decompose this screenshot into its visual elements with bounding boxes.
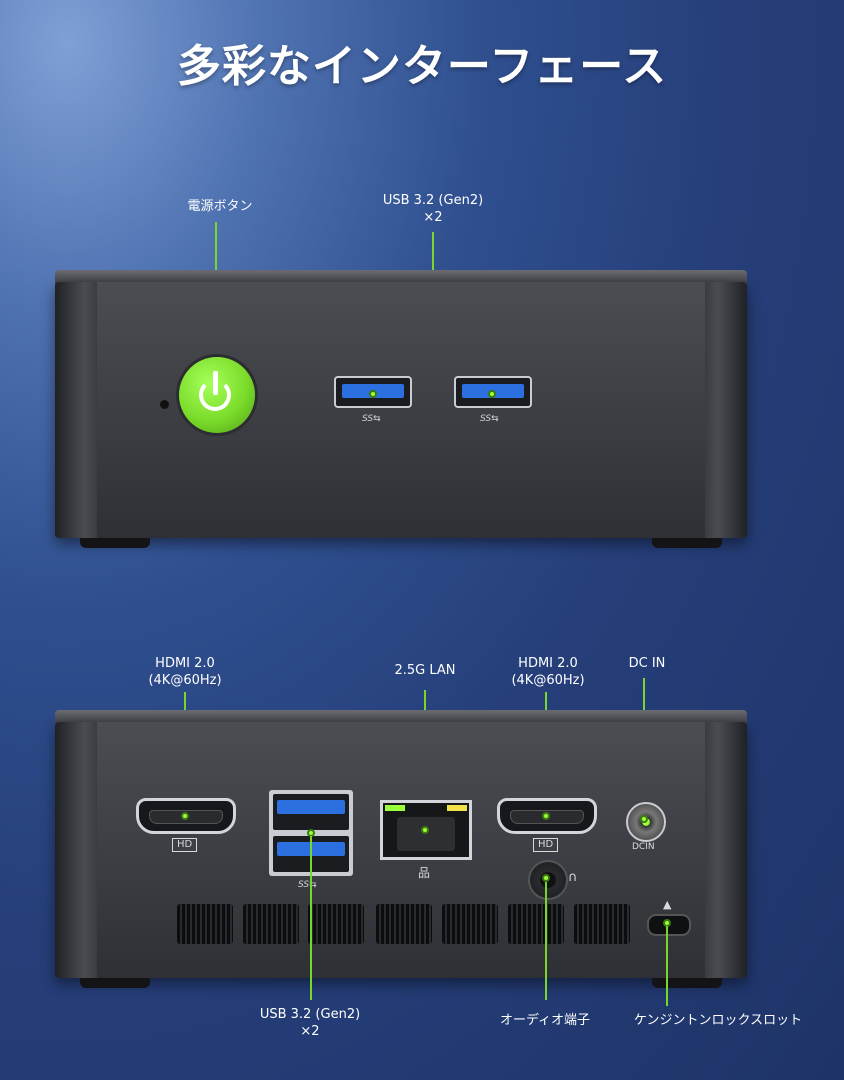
power-icon bbox=[199, 379, 231, 411]
rear-lid bbox=[55, 710, 747, 724]
audio-dot bbox=[542, 874, 550, 882]
dcin-label: DC IN bbox=[628, 656, 666, 671]
hdmi-right-label: HDMI 2.0 (4K@60Hz) bbox=[511, 656, 585, 688]
dcin-dot bbox=[640, 815, 648, 823]
power-icon-bar bbox=[213, 371, 218, 395]
front-usb-dot-1 bbox=[369, 390, 377, 398]
front-lid bbox=[55, 270, 747, 284]
vent-slot bbox=[177, 904, 233, 944]
front-usb-dot-2 bbox=[488, 390, 496, 398]
front-panel bbox=[55, 282, 747, 538]
rear-left-edge bbox=[55, 722, 97, 978]
lock-callout-line bbox=[666, 926, 668, 1006]
hdmi-right-dot bbox=[542, 812, 550, 820]
vent-slot bbox=[574, 904, 630, 944]
vent-slot bbox=[243, 904, 299, 944]
hdmi-port-right bbox=[497, 798, 597, 834]
rear-usb-label: USB 3.2 (Gen2) ×2 bbox=[259, 1007, 361, 1039]
page-title: 多彩なインターフェース bbox=[176, 41, 668, 92]
lock-label: ケンジントンロックスロット bbox=[633, 1013, 803, 1028]
hd-logo: HD bbox=[172, 838, 198, 852]
front-foot-right bbox=[652, 538, 722, 548]
usb-ss-icon: SS⇆ bbox=[362, 414, 381, 424]
front-right-edge bbox=[705, 282, 747, 538]
power-button-label: 電源ボタン bbox=[187, 199, 253, 214]
vent-slot bbox=[442, 904, 498, 944]
audio-callout-line bbox=[545, 882, 547, 1000]
audio-label: オーディオ端子 bbox=[499, 1013, 591, 1028]
dcin-tag: DCIN bbox=[632, 842, 655, 852]
hdmi-left-dot bbox=[181, 812, 189, 820]
lan-label: 2.5G LAN bbox=[394, 663, 456, 678]
vent-slot bbox=[508, 904, 564, 944]
usb-ss-icon: SS⇆ bbox=[480, 414, 499, 424]
rear-foot-right bbox=[652, 978, 722, 988]
usb-port-tongue bbox=[277, 800, 345, 814]
front-left-edge bbox=[55, 282, 97, 538]
network-icon: 品 bbox=[418, 866, 431, 880]
lan-led-yellow bbox=[447, 805, 467, 811]
rear-foot-left bbox=[80, 978, 150, 988]
vent-slot bbox=[376, 904, 432, 944]
status-led bbox=[160, 400, 169, 409]
vent-slot bbox=[308, 904, 364, 944]
lock-icon: ▲ bbox=[663, 898, 672, 911]
rear-usb-stack bbox=[269, 790, 353, 876]
usb-ss-icon: SS⇆ bbox=[298, 880, 317, 890]
front-usb-label: USB 3.2 (Gen2) ×2 bbox=[382, 193, 484, 225]
rear-usb-callout-line bbox=[310, 836, 312, 1000]
lan-led-green bbox=[385, 805, 405, 811]
lan-dot bbox=[421, 826, 429, 834]
audio-jack bbox=[528, 860, 568, 900]
rear-right-edge bbox=[705, 722, 747, 978]
lan-jack bbox=[397, 817, 455, 851]
headphone-icon: ∩ bbox=[568, 870, 578, 885]
hdmi-left-label: HDMI 2.0 (4K@60Hz) bbox=[148, 656, 222, 688]
power-button[interactable] bbox=[179, 357, 255, 433]
front-foot-left bbox=[80, 538, 150, 548]
rear-usb-port-1 bbox=[273, 794, 349, 830]
hd-logo: HD bbox=[533, 838, 559, 852]
